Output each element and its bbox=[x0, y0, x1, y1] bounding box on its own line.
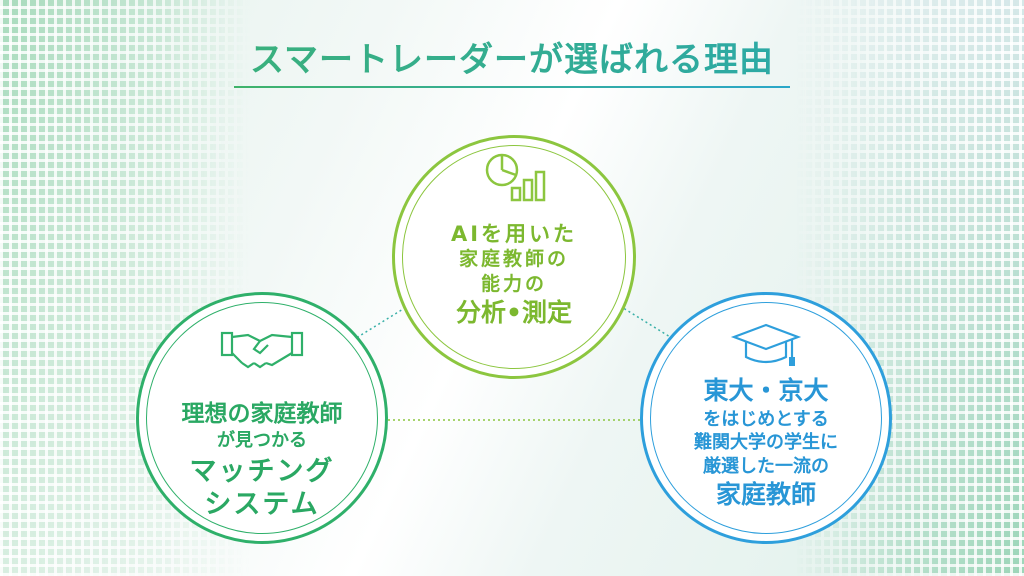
analysis-line-4: 分析•測定 bbox=[456, 297, 572, 327]
matching-line-1: 理想の家庭教師 bbox=[181, 401, 343, 427]
feature-matching-card: 理想の家庭教師 が見つかる マッチング システム bbox=[136, 292, 388, 544]
chart-icon bbox=[485, 153, 546, 202]
tutors-line-3: 難関大学の学生に bbox=[694, 432, 838, 454]
tutors-line-4: 厳選した一流の bbox=[703, 456, 829, 478]
feature-analysis-card: AIを用いた 家庭教師の 能力の 分析•測定 bbox=[392, 135, 636, 379]
tutors-line-2: をはじめとする bbox=[703, 408, 829, 430]
tutors-line-5: 家庭教師 bbox=[715, 479, 816, 509]
handshake-icon bbox=[220, 331, 304, 369]
tutors-line-1: 東大・京大 bbox=[703, 376, 829, 405]
analysis-line-2: 家庭教師の bbox=[458, 248, 569, 271]
matching-line-3: マッチング bbox=[189, 456, 335, 488]
title-underline bbox=[234, 86, 790, 88]
analysis-line-1: AIを用いた bbox=[450, 222, 578, 246]
matching-line-2: が見つかる bbox=[217, 430, 307, 452]
feature-tutors-card: 東大・京大 をはじめとする 難関大学の学生に 厳選した一流の 家庭教師 bbox=[640, 292, 892, 544]
page-title: スマートレーダーが選ばれる理由 bbox=[0, 32, 1024, 81]
matching-line-4: システム bbox=[204, 489, 320, 521]
analysis-line-3: 能力の bbox=[480, 272, 547, 295]
graduation-cap-icon bbox=[730, 323, 802, 366]
